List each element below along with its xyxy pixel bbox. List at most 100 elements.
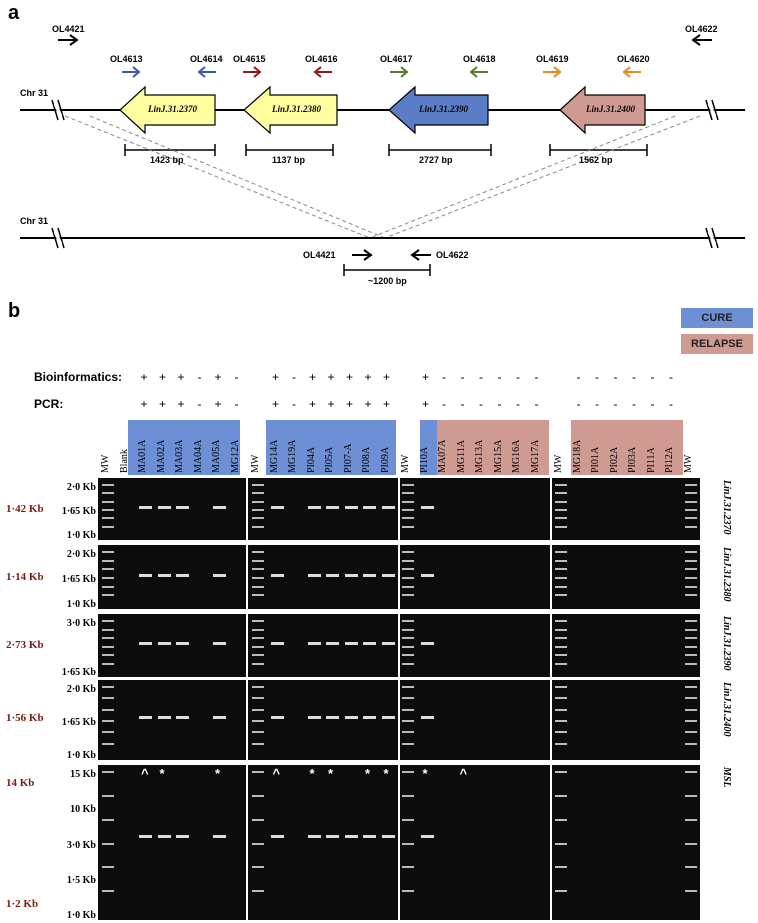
ladder-band xyxy=(402,720,414,722)
pcr-sign: + xyxy=(308,397,316,411)
marker-size-label: 1·65 Kb xyxy=(61,506,96,517)
ladder-band xyxy=(102,517,114,520)
pcr-sign: - xyxy=(516,397,520,411)
marker-size-label: 1·65 Kb xyxy=(61,667,96,678)
marker-size-label: 1·65 Kb xyxy=(61,717,96,728)
sample-band xyxy=(326,505,339,509)
ladder-band xyxy=(102,509,114,511)
sample-band xyxy=(326,716,339,719)
ladder-band xyxy=(102,492,114,495)
expected-size-label: 2·73 Kb xyxy=(6,639,44,652)
ladder-band xyxy=(684,654,697,656)
lane-label: MA07A xyxy=(437,439,448,473)
sample-band xyxy=(381,834,395,838)
pcr-sign: - xyxy=(497,397,502,411)
ladder-band xyxy=(102,708,114,711)
lane-label: PI07-A xyxy=(342,443,354,473)
sample-band xyxy=(344,642,358,646)
gene-label: LinJ.31.2400 xyxy=(586,104,636,114)
lane-label: MW xyxy=(682,454,694,473)
lane-label: MG14A xyxy=(268,439,280,473)
lane-label: MW xyxy=(553,454,564,473)
bioinformatics-sign: + xyxy=(140,370,148,384)
sample-band xyxy=(157,716,171,719)
marker-size-label: 1·5 Kb xyxy=(66,874,96,886)
sample-band xyxy=(344,834,358,838)
ladder-band xyxy=(555,842,567,845)
gel-image xyxy=(248,478,398,540)
pcr-sign: + xyxy=(382,397,390,411)
gel-image xyxy=(400,614,550,677)
sample-band xyxy=(363,573,376,577)
gel-image xyxy=(552,545,700,609)
ladder-band xyxy=(555,594,567,597)
pcr-sign: + xyxy=(345,397,353,411)
lane-label: MA05A xyxy=(211,439,222,473)
lane-label: Blank xyxy=(118,449,130,473)
sample-band xyxy=(381,716,395,719)
gel-image xyxy=(400,680,550,760)
marker-size-label: 2·0 Kb xyxy=(66,684,96,695)
ladder-band xyxy=(555,525,567,528)
deletion-primer-left: OL4421 xyxy=(303,250,336,260)
marker-size-label: 15 Kb xyxy=(70,769,96,780)
cure-group-header xyxy=(420,420,437,475)
lane-label: MG16A xyxy=(511,439,522,473)
gel-gene-label: LinJ.31.2370 xyxy=(721,480,732,535)
ladder-band xyxy=(555,500,567,503)
pcr-sign: - xyxy=(234,397,239,411)
pcr-sign: - xyxy=(613,397,618,411)
gene-map-diagram xyxy=(20,34,745,276)
deletion-primer-right: OL4622 xyxy=(436,250,469,260)
sample-band xyxy=(270,642,284,646)
ladder-band xyxy=(555,742,567,745)
ladder-band xyxy=(102,720,114,722)
gel-image xyxy=(552,478,700,540)
ladder-band xyxy=(402,492,414,495)
lane-label: PI08A xyxy=(361,446,372,473)
ladder-band xyxy=(555,585,567,588)
gene-arrow-2400 xyxy=(559,85,646,135)
lane-label: PI03A xyxy=(627,446,638,473)
bioinformatics-sign: + xyxy=(214,370,222,384)
marker-size-label: 1·0 Kb xyxy=(66,910,96,921)
sample-band xyxy=(270,834,284,838)
lane-label: MA04A xyxy=(192,439,204,473)
sample-band xyxy=(363,505,376,509)
cure-group-header xyxy=(266,420,396,475)
gene-size-label: 1423 bp xyxy=(150,155,184,165)
ladder-band xyxy=(252,890,264,893)
ladder-band xyxy=(555,577,567,579)
sample-band xyxy=(139,573,152,577)
gene-size-label: 1137 bp xyxy=(272,155,306,165)
lane-label: PI12A xyxy=(664,446,675,473)
ladder-band xyxy=(402,697,414,700)
expected-size-label: 1·56 Kb xyxy=(6,712,44,724)
sample-band xyxy=(213,716,226,719)
sample-band xyxy=(363,716,376,719)
pcr-sign: - xyxy=(479,397,483,411)
ladder-band xyxy=(252,866,264,869)
msl-mark: ^ xyxy=(141,766,149,781)
bioinformatics-sign: + xyxy=(364,370,372,384)
row-label-pcr: PCR: xyxy=(34,397,64,411)
sample-band xyxy=(344,505,358,509)
pcr-sign: - xyxy=(650,397,655,411)
sample-band xyxy=(157,642,171,646)
ladder-band xyxy=(684,720,697,722)
relapse-group-header xyxy=(571,420,683,475)
bioinformatics-sign: + xyxy=(345,370,353,384)
ladder-band xyxy=(555,818,567,821)
pcr-sign: - xyxy=(595,397,599,411)
bioinformatics-sign: - xyxy=(613,370,618,384)
ladder-band xyxy=(102,794,114,797)
sample-band xyxy=(420,834,434,838)
sample-band xyxy=(139,834,152,838)
ladder-band xyxy=(252,731,264,734)
ladder-band xyxy=(402,686,414,688)
sample-band xyxy=(139,642,152,646)
sample-band xyxy=(270,716,284,719)
gel-image xyxy=(248,545,398,609)
ladder-band xyxy=(252,818,264,821)
ladder-band xyxy=(102,654,114,656)
